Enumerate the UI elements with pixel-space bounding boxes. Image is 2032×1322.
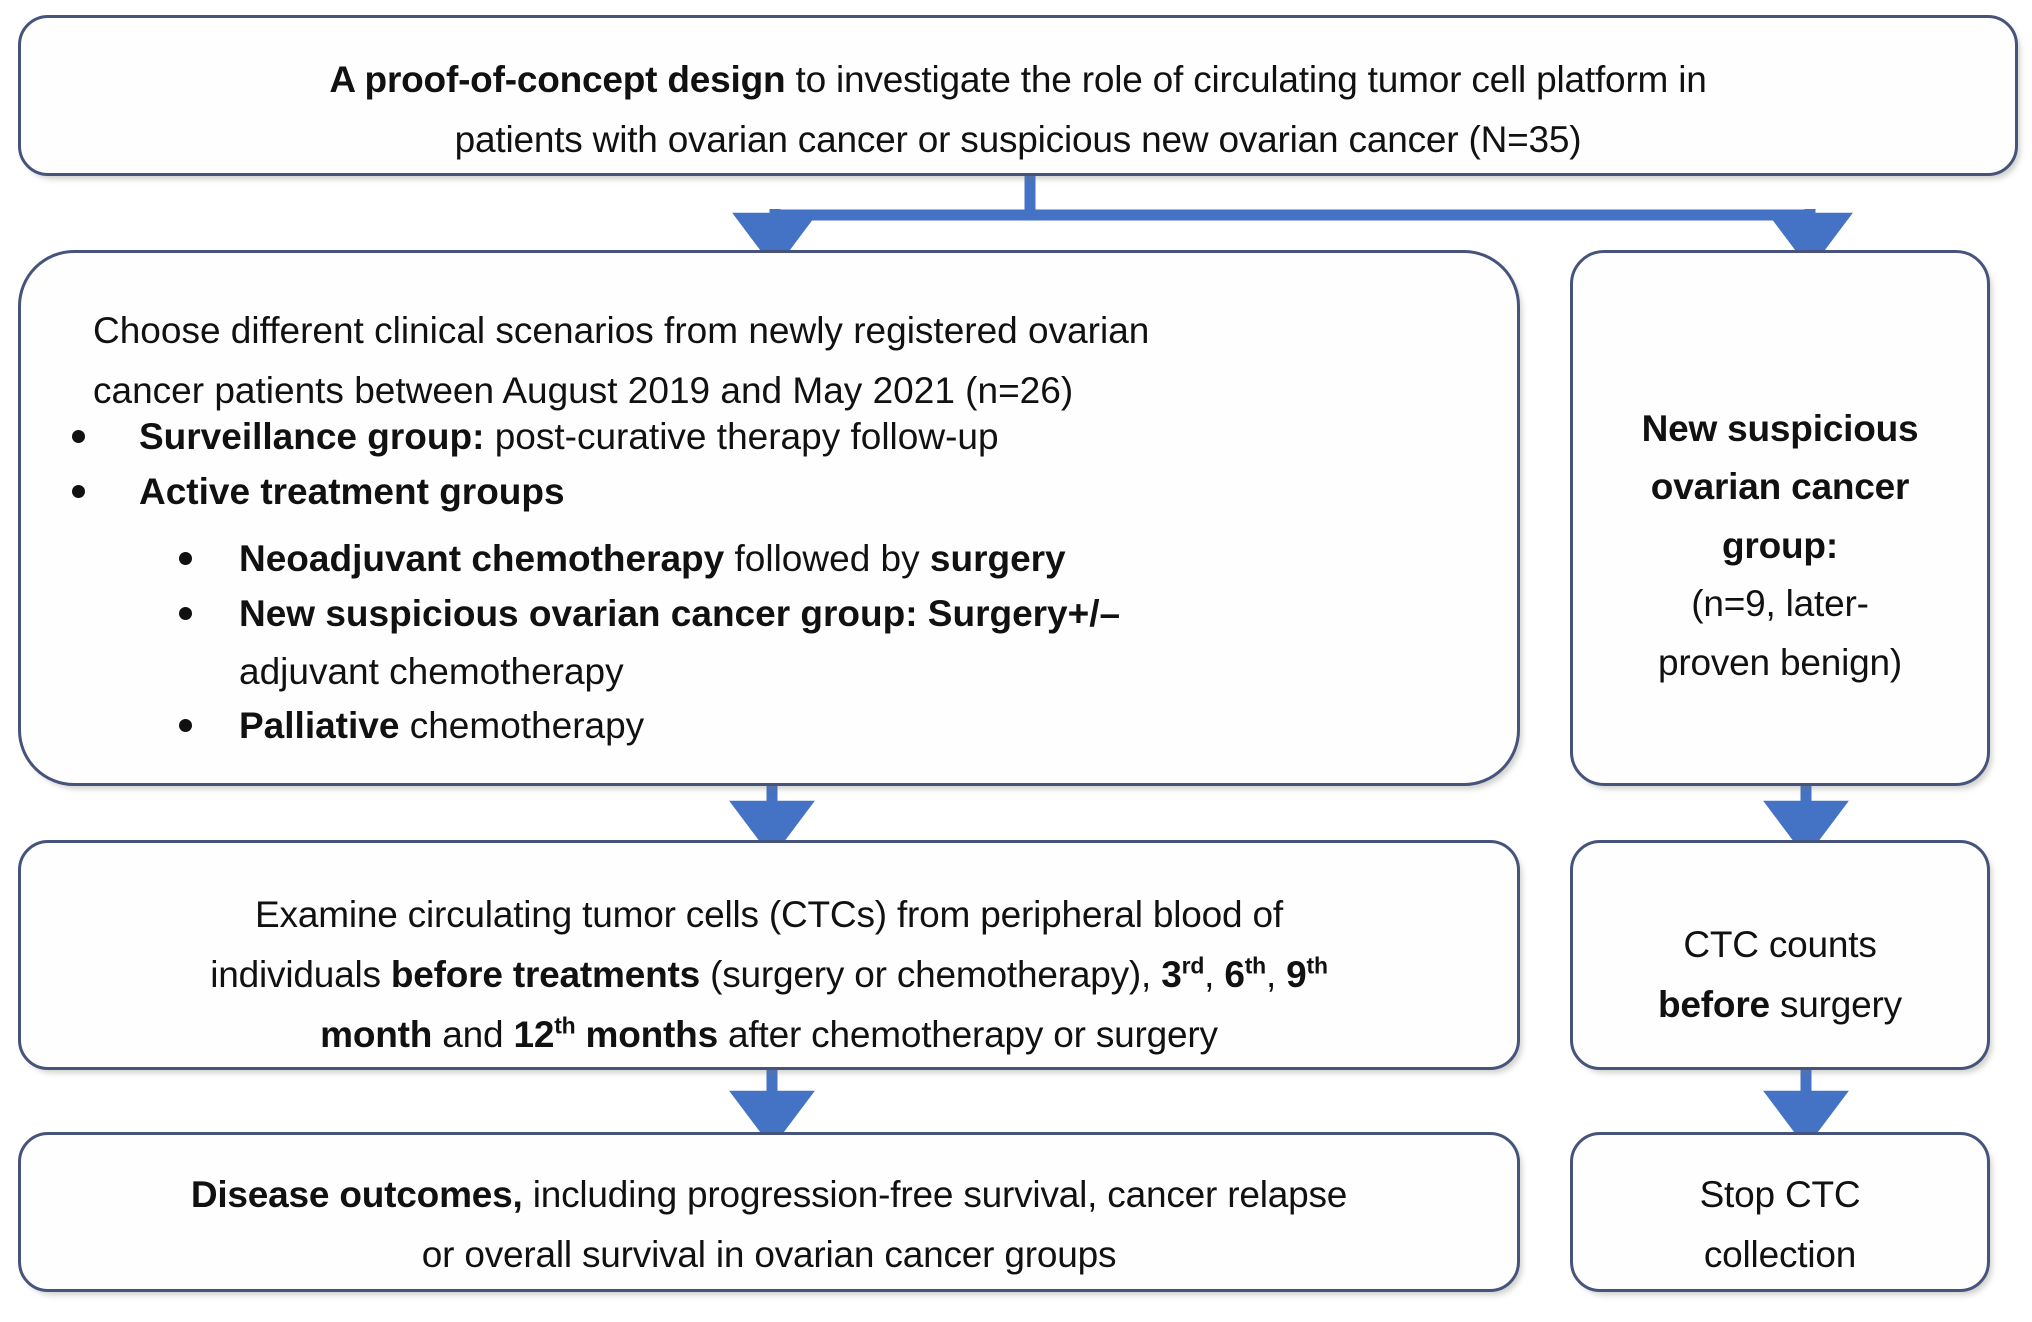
examine-ctc-box: Examine circulating tumor cells (CTCs) f… <box>18 840 1520 1070</box>
suspicious-line4: (n=9, later- <box>1691 583 1869 625</box>
scenario-intro-line1: Choose different clinical scenarios from… <box>93 310 1150 351</box>
scenario-box: Choose different clinical scenarios from… <box>18 250 1520 786</box>
bullet-text: Neoadjuvant chemotherapy followed by sur… <box>239 530 1399 588</box>
ctc-counts-text: CTC counts before surgery <box>1573 915 1987 1035</box>
stop-line2: collection <box>1703 1233 1857 1275</box>
ctc-counts-line2: before surgery <box>1658 984 1902 1025</box>
bullet-bold: New suspicious ovarian cancer group: Sur… <box>239 593 1121 634</box>
suspicious-line2: ovarian cancer <box>1650 466 1910 508</box>
examine-sep-2: , <box>1265 953 1287 995</box>
examine-ord-4: 12 <box>513 1013 555 1055</box>
stop-ctc-collection-text: Stop CTC collection <box>1573 1165 1987 1285</box>
bullet-dot-icon <box>179 552 192 565</box>
bullet-text: Active treatment groups <box>139 463 1399 521</box>
examine-ord-1: 3 <box>1161 953 1182 995</box>
ctc-counts-rest: surgery <box>1769 983 1902 1025</box>
title-box-text: A proof-of-concept design to investigate… <box>21 50 2015 170</box>
ctc-counts-bold: before <box>1658 983 1770 1025</box>
examine-line2-b: (surgery or chemotherapy), <box>700 953 1162 995</box>
bullet-bold: Surveillance group: <box>139 416 485 457</box>
ctc-counts-line1: CTC counts <box>1683 924 1877 965</box>
outcomes-line2: or overall survival in ovarian cancer gr… <box>421 1233 1117 1275</box>
title-box: A proof-of-concept design to investigate… <box>18 15 2018 176</box>
examine-line3-bold-a: month <box>320 1013 433 1055</box>
bullet-rest: followed by <box>724 538 930 579</box>
examine-ord-2: 6 <box>1224 953 1245 995</box>
examine-ord-1-sup: rd <box>1181 952 1205 979</box>
new-suspicious-group-box: New suspicious ovarian cancer group: (n=… <box>1570 250 1990 786</box>
suspicious-line1: New suspicious <box>1641 408 1919 449</box>
split-connector <box>732 176 1853 270</box>
stop-line1: Stop CTC <box>1699 1174 1861 1215</box>
examine-ord-3: 9 <box>1286 953 1307 995</box>
outcomes-line1-rest: including progression-free survival, can… <box>522 1174 1348 1215</box>
stop-ctc-collection-box: Stop CTC collection <box>1570 1132 1990 1292</box>
examine-sep-1: , <box>1204 953 1225 995</box>
outcomes-line1: Disease outcomes, including progression-… <box>190 1174 1348 1215</box>
examine-ord-2-sup: th <box>1244 952 1266 979</box>
examine-line3-mid: and <box>432 1013 514 1055</box>
suspicious-line5: proven benign) <box>1657 641 1903 683</box>
bullet-bold: Active treatment groups <box>139 471 565 512</box>
bullet-rest: chemotherapy <box>399 705 645 746</box>
examine-line1: Examine circulating tumor cells (CTCs) f… <box>255 894 1283 935</box>
scenario-intro-line2: cancer patients between August 2019 and … <box>93 369 1074 411</box>
disease-outcomes-box: Disease outcomes, including progression-… <box>18 1132 1520 1292</box>
examine-line2-a: individuals <box>210 953 391 995</box>
bullet-bold-2: surgery <box>929 538 1066 579</box>
title-line2: patients with ovarian cancer or suspicio… <box>454 118 1582 160</box>
examine-ord-4-sup: th <box>554 1012 576 1039</box>
bullet-dot-icon <box>179 719 192 732</box>
examine-line3: month and 12th months after chemotherapy… <box>320 1014 1218 1055</box>
bullet-dot-icon <box>72 485 85 498</box>
bullet-text: Palliative chemotherapy <box>239 697 1399 755</box>
outcomes-bold-lead: Disease outcomes, <box>190 1174 523 1215</box>
bullet-text: New suspicious ovarian cancer group: Sur… <box>239 585 1399 702</box>
bullet-text: Surveillance group: post-curative therap… <box>139 408 1399 466</box>
examine-line3-bold-b: months <box>575 1013 719 1055</box>
title-bold-lead: A proof-of-concept design <box>329 59 786 100</box>
bullet-rest: post-curative therapy follow-up <box>484 416 999 457</box>
title-line1-rest: to investigate the role of circulating t… <box>785 59 1707 100</box>
ctc-counts-box: CTC counts before surgery <box>1570 840 1990 1070</box>
bullet-wrap-line: adjuvant chemotherapy <box>239 651 624 693</box>
bullet-bold: Palliative <box>239 705 400 746</box>
bullet-bold: Neoadjuvant chemotherapy <box>239 538 725 579</box>
suspicious-line3: group: <box>1722 524 1838 566</box>
examine-line2: individuals before treatments (surgery o… <box>210 954 1328 995</box>
bullet-dot-icon <box>72 430 85 443</box>
scenario-intro: Choose different clinical scenarios from… <box>93 301 1413 421</box>
examine-line2-bold: before treatments <box>390 953 701 995</box>
new-suspicious-group-text: New suspicious ovarian cancer group: (n=… <box>1573 400 1987 692</box>
examine-line3-rest: after chemotherapy or surgery <box>717 1013 1218 1055</box>
examine-ctc-text: Examine circulating tumor cells (CTCs) f… <box>21 885 1517 1065</box>
disease-outcomes-text: Disease outcomes, including progression-… <box>21 1165 1517 1285</box>
bullet-dot-icon <box>179 607 192 620</box>
examine-ord-3-sup: th <box>1306 952 1328 979</box>
